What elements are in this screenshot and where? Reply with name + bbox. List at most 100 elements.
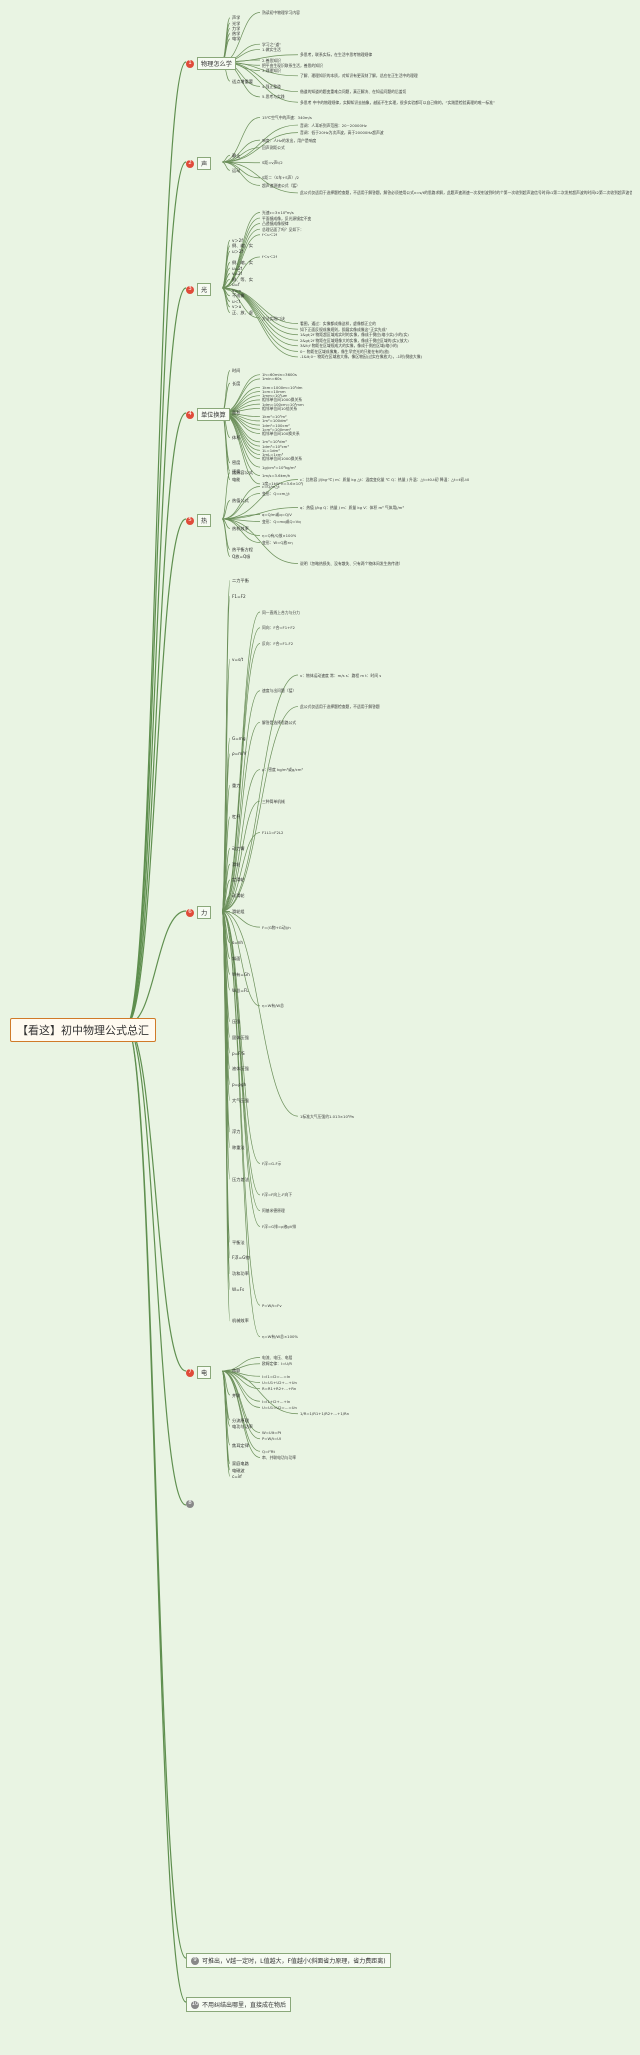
connector <box>221 412 231 481</box>
s5-node: 热机效率 <box>232 526 249 531</box>
connector <box>221 287 231 313</box>
s3-node: 倒、等、实 <box>232 276 253 282</box>
connector <box>221 287 299 358</box>
category-label: 物理怎么学 <box>197 57 236 70</box>
connector <box>221 910 231 991</box>
category-label: 电 <box>197 1366 212 1379</box>
s2-node: 音调：人耳听到声范围：20~20000Hz <box>300 122 367 128</box>
s6-node: p=F/S <box>232 1050 245 1056</box>
s6-node: ρ：密度 kg/m³或g/cm³ <box>262 767 303 773</box>
s6-node: 杠杆 <box>232 814 241 820</box>
s6-node: η=W有/W总 <box>262 1003 284 1009</box>
s3-node: -1&lt;0~ 物距在区域放大像，像区物因(过实在像放大)，-1时(倒放大像) <box>300 354 423 360</box>
connector <box>221 117 261 163</box>
connector <box>221 879 231 912</box>
category-badge: 7 <box>186 1368 194 1377</box>
s7-node: I=I1+I2+…+In <box>262 1398 291 1404</box>
s4-node: 相邻单位间100换关系 <box>262 431 300 436</box>
s6-node: G=mg <box>232 735 246 741</box>
connector <box>221 895 231 912</box>
s6-node: 同一直线上合力与分力 <box>262 609 300 615</box>
s6-node: F浮=G-F示 <box>262 1160 282 1166</box>
s3-node: 0~ 物距在区域成像集，像生早完光的只能在有的(放) <box>300 348 390 354</box>
s6-node: 机械效率 <box>232 1318 249 1324</box>
s3-node: 2&gt;2f 物距在区域规像大的实像，像成于倒应区域的(实)(放大) <box>300 337 409 343</box>
s6-node: 动滑轮 <box>232 893 245 899</box>
connector <box>221 706 299 912</box>
s3-node: 1&gt;2f 物距超区域成实时的实像，像成于倒应(缩小实)小的(实) <box>300 332 409 338</box>
connector <box>221 287 231 308</box>
category-badge: 5 <box>186 516 194 525</box>
s6-node: p=ρgh <box>232 1082 247 1088</box>
connector <box>221 674 299 912</box>
connector <box>221 518 299 564</box>
s1-node: 学习之“道” <box>262 41 282 47</box>
connector <box>221 1370 231 1446</box>
s5-node: 变形：Q=cm△t <box>262 491 290 496</box>
connector <box>221 161 299 194</box>
connector <box>221 493 261 520</box>
s4-node: 速度 <box>232 468 241 474</box>
s6-node: 速度与出问题（猛） <box>262 688 297 694</box>
s6-node: 反向：F合=F1-F2 <box>262 641 294 647</box>
s6-node: ρ=m/V <box>232 751 247 757</box>
s1-node: 多思考，联系实际，在生活中思考物理规律 <box>300 52 373 58</box>
s2-node: 15℃空气中的声速：340m/s <box>262 115 312 120</box>
s6-node: F浮=G排=ρ液gV排 <box>262 1223 297 1229</box>
s3-node: 方法实践口诀 <box>262 315 285 321</box>
category-8[interactable]: 8 <box>186 1500 194 1508</box>
s6-node: P=W/t=Fv <box>262 1302 282 1308</box>
s7-node: 家庭电路 <box>232 1461 249 1467</box>
category-badge: 6 <box>186 908 194 917</box>
note-9-text: 可推出，V越一定时，L值越大，F值越小(斜面省力原理，省力费距离) <box>202 1958 386 1965</box>
s6-node: W有=Gh <box>232 971 250 977</box>
s2-node: 回声测距公式 <box>262 145 285 151</box>
connector <box>221 472 231 520</box>
s6-node: 压力差法 <box>232 1176 249 1182</box>
s7-node: R=R1+R2+…+Rn <box>262 1386 297 1392</box>
connector <box>221 643 261 912</box>
s5-node: η=Q有/Q放×100% <box>262 533 297 538</box>
s6-node: F1=F2 <box>232 593 246 599</box>
s7-node: 焦耳定律 <box>232 1442 249 1448</box>
s1-node: 5.思考与实践 <box>262 94 285 100</box>
s6-node: v：物体运动速度 常：m/s s：路程 m t：时间 s <box>300 672 382 678</box>
s6-node: W总=FL <box>232 987 249 993</box>
s7-node: 1/R=1/R1+1/R2+…+1/Rn <box>300 1411 350 1417</box>
s2-node: 音调：低于20Hz为次声波，高于20000Hz超声波 <box>300 130 384 136</box>
s6-node: 三种简单机械 <box>262 798 285 804</box>
s6-node: 斜面 <box>232 956 241 962</box>
s4-node: 1m²=100dm² <box>262 418 288 424</box>
s4-node: 长度 <box>232 380 241 386</box>
s6-node: 平衡法 <box>232 1239 245 1245</box>
s4-node: 1km²=10⁶m² <box>262 414 287 420</box>
connector <box>221 1370 261 1458</box>
connector <box>221 910 299 1117</box>
connector <box>221 251 231 289</box>
connector <box>221 147 261 163</box>
s7-node: 串联 <box>232 1367 241 1373</box>
connector <box>125 412 187 1026</box>
s5-node: 变形：Q=mq或Q=Vq <box>262 519 301 524</box>
s1-node: 多思考 中中的物理规律，实脚知识去抽象，越延不生实理，很多实验都可以自己做的，“… <box>300 99 495 105</box>
s2-node: 运动 <box>232 167 241 173</box>
s4-node: 1cm=10mm <box>262 389 286 394</box>
s7-node: c=λf <box>232 1473 242 1479</box>
s2-node: 此公式仅适用于选择题检查题，不适用于解答题，解答必须使用公式v=s/t的思路求解… <box>300 190 632 196</box>
s3-node: v＞u <box>232 304 242 310</box>
s7-node: 电磁波 <box>232 1467 245 1473</box>
s5-node: 比热容公式 <box>232 470 253 475</box>
s6-node: 液体压强 <box>232 1066 249 1072</box>
s6-node: 阿基米德原理 <box>262 1208 285 1214</box>
s4-node: 时间 <box>232 368 241 373</box>
s4-node: 1L=1dm³ <box>262 447 280 453</box>
category-badge: 8 <box>186 1500 194 1508</box>
